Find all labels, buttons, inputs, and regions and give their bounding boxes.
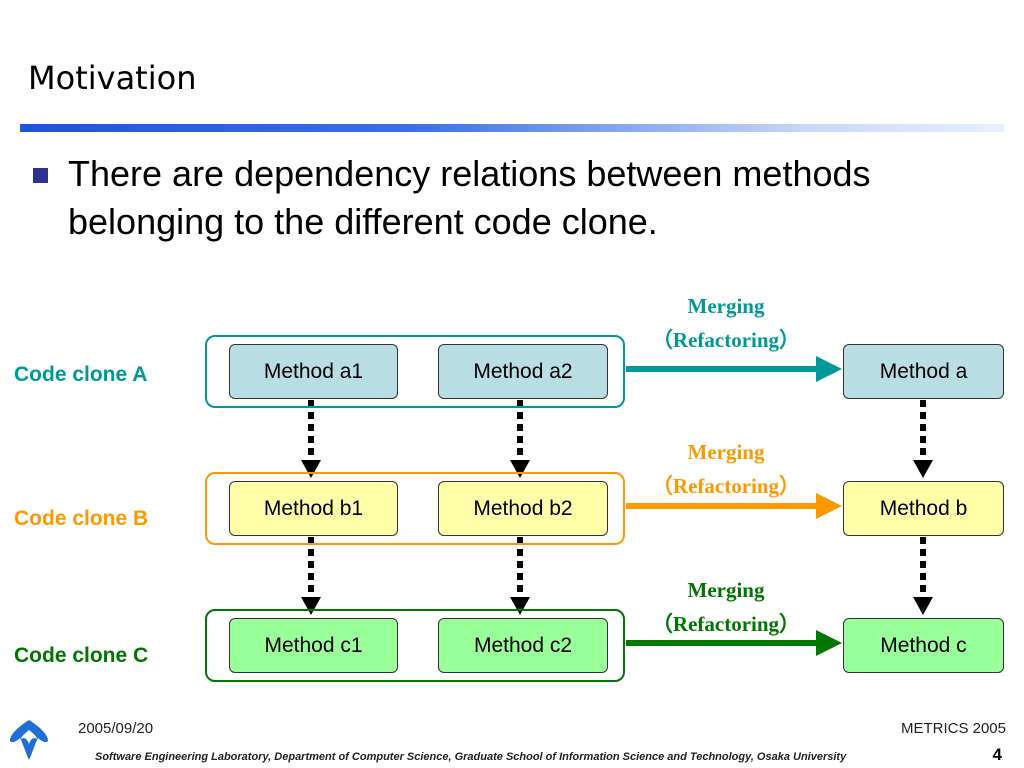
code-clone-c-label: Code clone C (14, 644, 149, 667)
method-a2-box: Method a2 (438, 344, 608, 399)
merge-label-a-line2: （Refactoring） (651, 328, 801, 352)
merge-label-a: Merging （Refactoring） (641, 289, 811, 357)
code-clone-a-group (205, 335, 625, 408)
method-c-box: Method c (843, 618, 1004, 673)
code-clone-a-label: Code clone A (14, 363, 148, 386)
code-clone-c-group (205, 609, 625, 682)
method-c1-box: Method c1 (229, 618, 398, 673)
dependency-arrow-b2-c2 (510, 537, 530, 615)
merge-arrow-b (626, 493, 842, 519)
code-clone-b-label: Code clone B (14, 507, 149, 530)
merge-label-b: Merging （Refactoring） (641, 435, 811, 503)
merge-label-c-line1: Merging (687, 578, 765, 602)
method-a1-box: Method a1 (229, 344, 398, 399)
method-c2-box: Method c2 (438, 618, 608, 673)
method-a-box: Method a (843, 344, 1004, 399)
dependency-arrow-b-c (913, 537, 933, 615)
merge-label-b-line2: （Refactoring） (651, 474, 801, 498)
merge-label-c: Merging （Refactoring） (641, 573, 811, 641)
footer-date: 2005/09/20 (78, 720, 154, 737)
method-b1-box: Method b1 (229, 481, 398, 536)
bullet-square-icon (33, 168, 48, 183)
merge-label-a-line1: Merging (687, 294, 765, 318)
merge-arrow-a (626, 356, 842, 382)
method-b2-box: Method b2 (438, 481, 608, 536)
code-clone-b-group (205, 472, 625, 545)
slide-title: Motivation (28, 59, 197, 97)
dependency-arrow-a2-b2 (510, 400, 530, 478)
dependency-arrow-b1-c1 (301, 537, 321, 615)
footer-lab-credit: Software Engineering Laboratory, Departm… (95, 751, 847, 763)
osaka-university-logo-icon (10, 720, 48, 760)
bullet-text: There are dependency relations between m… (68, 153, 871, 242)
dependency-arrow-a-b (913, 400, 933, 478)
dependency-arrow-a1-b1 (301, 400, 321, 478)
merge-label-c-line2: （Refactoring） (651, 612, 801, 636)
title-underline (20, 124, 1004, 132)
merge-arrow-c (626, 630, 842, 656)
footer-conference: METRICS 2005 (900, 720, 1006, 737)
page-number: 4 (992, 745, 1002, 764)
merge-label-b-line1: Merging (687, 440, 765, 464)
method-b-box: Method b (843, 481, 1004, 536)
